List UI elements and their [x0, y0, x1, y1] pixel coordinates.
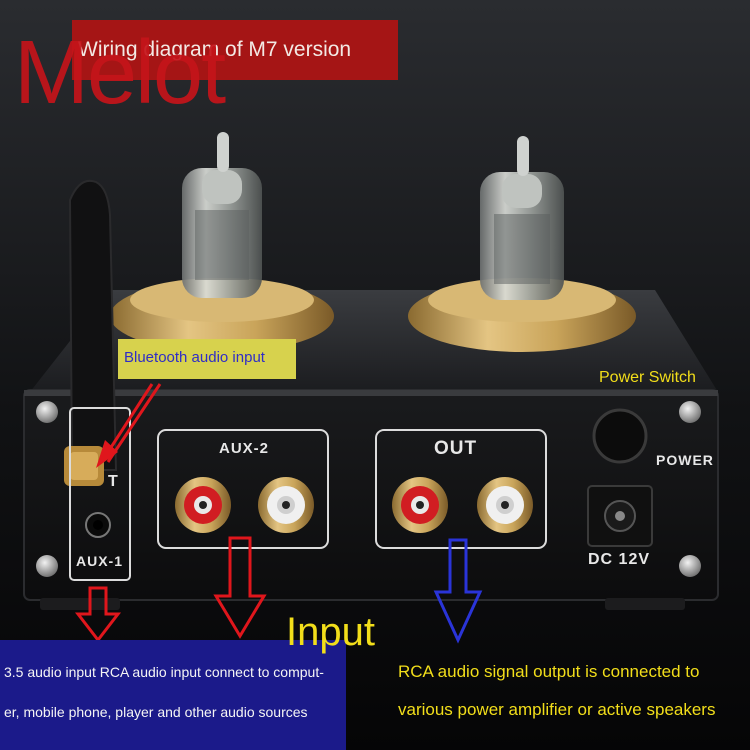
title-text: Wiring diagram of M7 version: [78, 38, 352, 61]
antenna-label: T: [108, 473, 119, 490]
input-heading: Input: [286, 610, 375, 654]
power-label: POWER: [656, 452, 714, 468]
title-banner: Wiring diagram of M7 version: [72, 20, 398, 80]
aux2-label: AUX-2: [219, 440, 270, 457]
power-switch-callout: Power Switch: [599, 369, 696, 386]
aux1-label: AUX-1: [76, 553, 124, 569]
out-label: OUT: [434, 438, 478, 459]
input-desc-line2: er, mobile phone, player and other audio…: [4, 704, 308, 720]
output-desc-line2: various power amplifier or active speake…: [398, 700, 716, 719]
input-desc-line1: 3.5 audio input RCA audio input connect …: [4, 664, 324, 680]
bluetooth-callout: Bluetooth audio input: [118, 339, 296, 379]
output-desc-line1: RCA audio signal output is connected to: [398, 662, 700, 681]
brand-logo: Melot: [14, 23, 226, 123]
dc-label: DC 12V: [588, 551, 651, 568]
bluetooth-callout-text: Bluetooth audio input: [124, 349, 265, 366]
